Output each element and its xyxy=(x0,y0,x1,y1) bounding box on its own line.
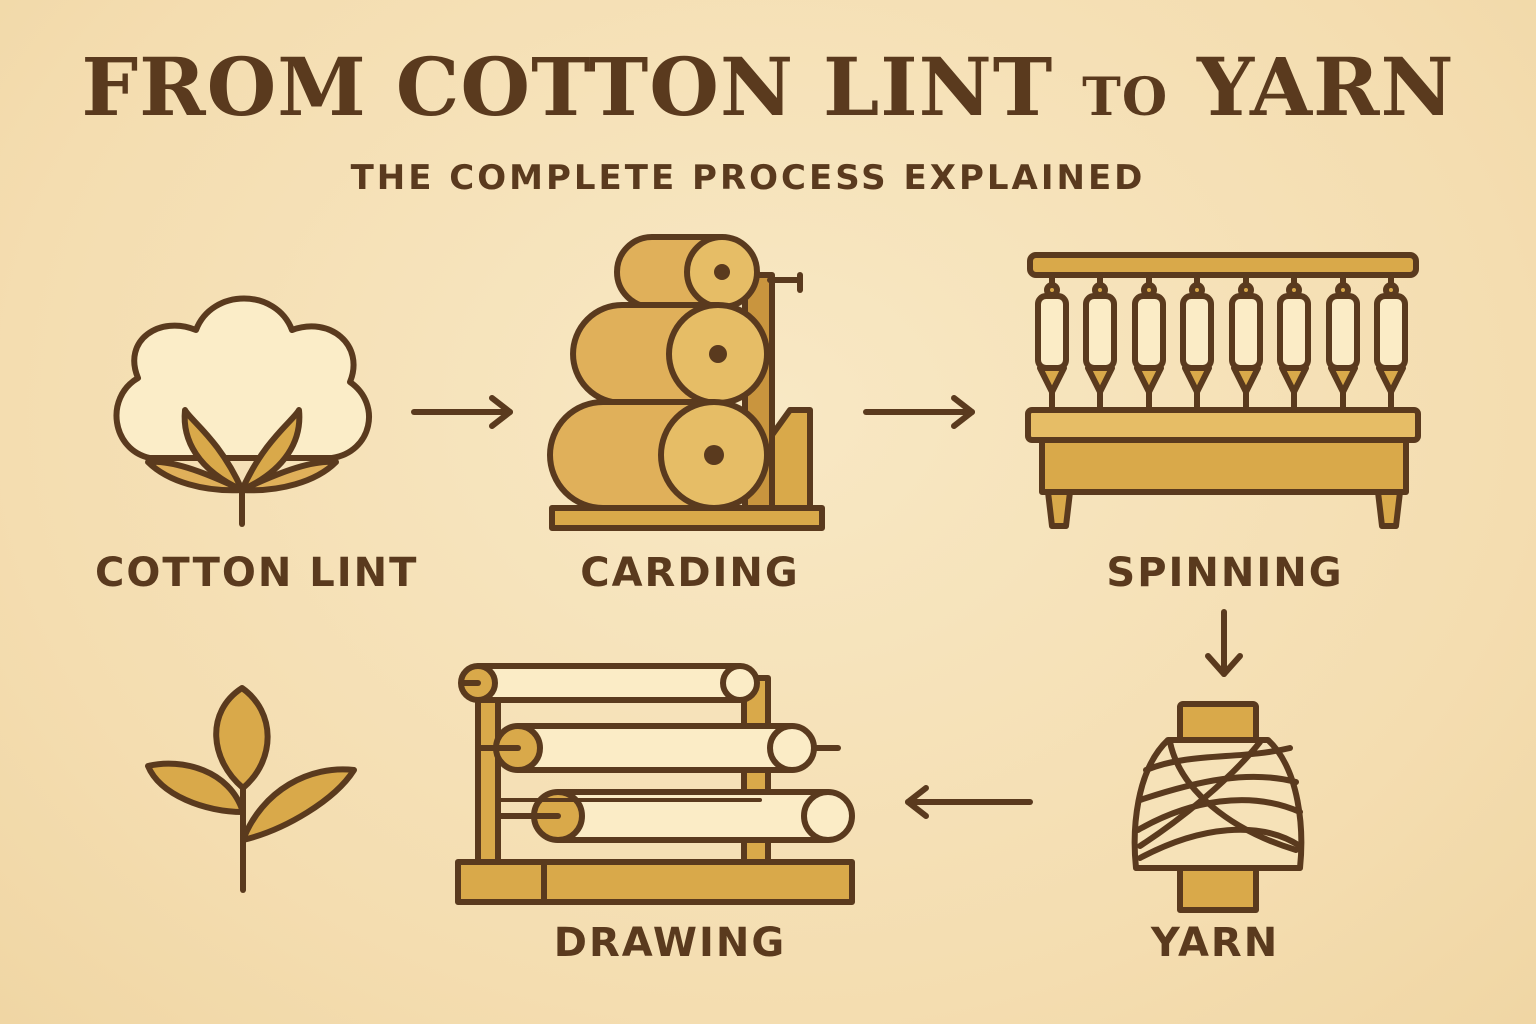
yarn-cone-icon xyxy=(1131,701,1305,913)
step-label-drawing: DRAWING xyxy=(553,920,787,966)
arrow-down-icon xyxy=(1205,609,1243,677)
leaf-sprig-icon xyxy=(145,685,357,893)
page-subtitle: THE COMPLETE PROCESS EXPLAINED xyxy=(350,158,1146,198)
step-label-carding: CARDING xyxy=(580,550,800,596)
arrow-right-icon xyxy=(411,395,513,429)
title-end: YARN xyxy=(1196,40,1455,134)
title-to: TO xyxy=(1082,67,1169,128)
step-label-spinning: SPINNING xyxy=(1106,550,1344,596)
step-label-cotton-lint: COTTON LINT xyxy=(95,550,419,596)
arrow-right-icon xyxy=(863,395,975,429)
cotton-boll-icon xyxy=(113,295,372,527)
step-label-yarn: YARN xyxy=(1150,920,1280,966)
drawing-frame-icon xyxy=(455,663,855,905)
spinning-frame-icon xyxy=(1025,252,1421,529)
arrow-left-icon xyxy=(905,785,1033,819)
carding-machine-icon xyxy=(547,234,825,531)
page-title: FROM COTTON LINT TO YARN xyxy=(0,40,1536,134)
title-main: FROM COTTON LINT xyxy=(81,40,1054,134)
